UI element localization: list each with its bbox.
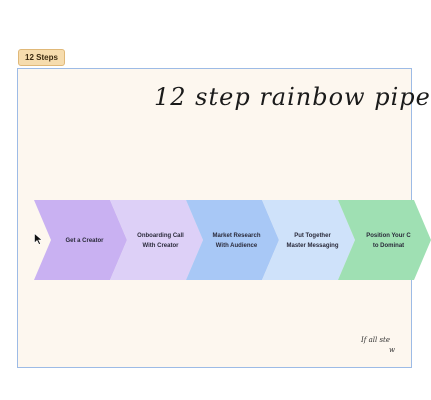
note-line-1: If all ste: [361, 336, 391, 344]
frame-tag[interactable]: 12 Steps: [18, 49, 65, 66]
pipeline-step-shape: [186, 200, 279, 280]
pipeline-step-shape: [262, 200, 355, 280]
pipeline-step-shape: [338, 200, 431, 280]
pipeline-step-5[interactable]: Position Your C to Dominat: [338, 200, 431, 280]
pipeline-step-label: Market Research: [212, 233, 260, 239]
pipeline-step-label: Position Your C: [366, 233, 411, 239]
pipeline-step-1[interactable]: Get a Creator: [34, 200, 127, 280]
pipeline-step-label: Onboarding Call: [137, 233, 184, 239]
pipeline-step-label: With Audience: [216, 243, 258, 249]
pipeline-step-label: With Creator: [143, 243, 180, 249]
pipeline-step-label: Master Messaging: [286, 243, 338, 249]
board-note: If all ste w: [361, 335, 395, 355]
pipeline-step-label: Put Together: [294, 233, 331, 239]
pipeline-step-label: to Dominat: [373, 243, 404, 249]
pipeline-frame[interactable]: 12 step rainbow pipe Get a Creator Onboar…: [17, 68, 431, 368]
pipeline-step-label: Get a Creator: [65, 238, 104, 244]
note-line-2: w: [389, 346, 395, 354]
pipeline-step-shape: [110, 200, 203, 280]
pipeline-step-shape: [34, 200, 127, 280]
board-title: 12 step rainbow pipe: [154, 83, 431, 111]
mouse-cursor-icon: [34, 232, 43, 245]
